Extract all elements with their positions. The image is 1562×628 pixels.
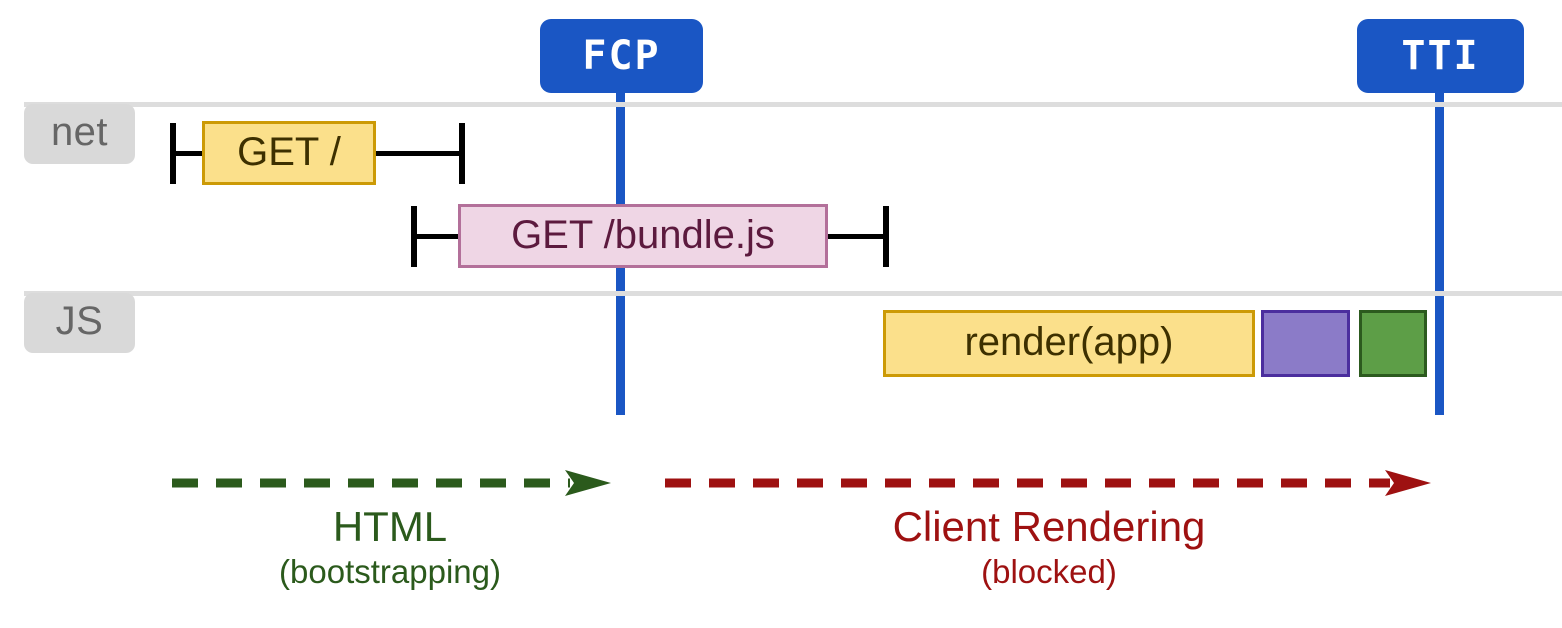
phase-subtitle-html: (bootstrapping) <box>279 553 501 591</box>
bar-task-green[interactable] <box>1359 310 1427 377</box>
lane-rule-net <box>24 102 1562 107</box>
lane-pill-js: JS <box>24 293 135 353</box>
whisker-line-right-get-bundle <box>823 234 886 239</box>
milestone-badge-tti-label: TTI <box>1401 33 1480 79</box>
dashed-arrow-right-icon-client-rendering <box>665 470 1431 496</box>
whisker-line-left-get-bundle <box>411 234 463 239</box>
whisker-line-right-get-root <box>372 151 465 156</box>
lane-label-net: net <box>50 110 109 154</box>
dashed-arrow-right-icon-html <box>172 470 611 496</box>
bar-get-root-label: GET / <box>237 129 341 174</box>
whisker-cap-right-get-root <box>459 123 465 184</box>
lane-label-js: JS <box>55 299 104 343</box>
milestone-line-tti <box>1435 88 1444 415</box>
bar-render-app-label: render(app) <box>964 320 1174 364</box>
lane-pill-net: net <box>24 104 135 164</box>
phase-label-client-rendering: Client Rendering (blocked) <box>739 503 1359 591</box>
milestone-badge-fcp[interactable]: FCP <box>540 19 703 93</box>
bar-render-app[interactable]: render(app) <box>883 310 1255 377</box>
milestone-badge-fcp-label: FCP <box>582 33 661 79</box>
bar-get-root[interactable]: GET / <box>202 121 376 185</box>
phase-title-client-rendering: Client Rendering <box>892 503 1206 550</box>
bar-get-bundle[interactable]: GET /bundle.js <box>458 204 828 268</box>
whisker-cap-right-get-bundle <box>883 206 889 267</box>
milestone-badge-tti[interactable]: TTI <box>1357 19 1524 93</box>
phase-label-html: HTML (bootstrapping) <box>190 503 590 591</box>
bar-task-purple[interactable] <box>1261 310 1350 377</box>
bar-get-bundle-label: GET /bundle.js <box>511 212 775 257</box>
phase-title-html: HTML <box>332 503 448 550</box>
whisker-line-left-get-root <box>170 151 206 156</box>
phase-subtitle-client-rendering: (blocked) <box>981 553 1117 591</box>
lane-rule-js <box>24 291 1562 296</box>
